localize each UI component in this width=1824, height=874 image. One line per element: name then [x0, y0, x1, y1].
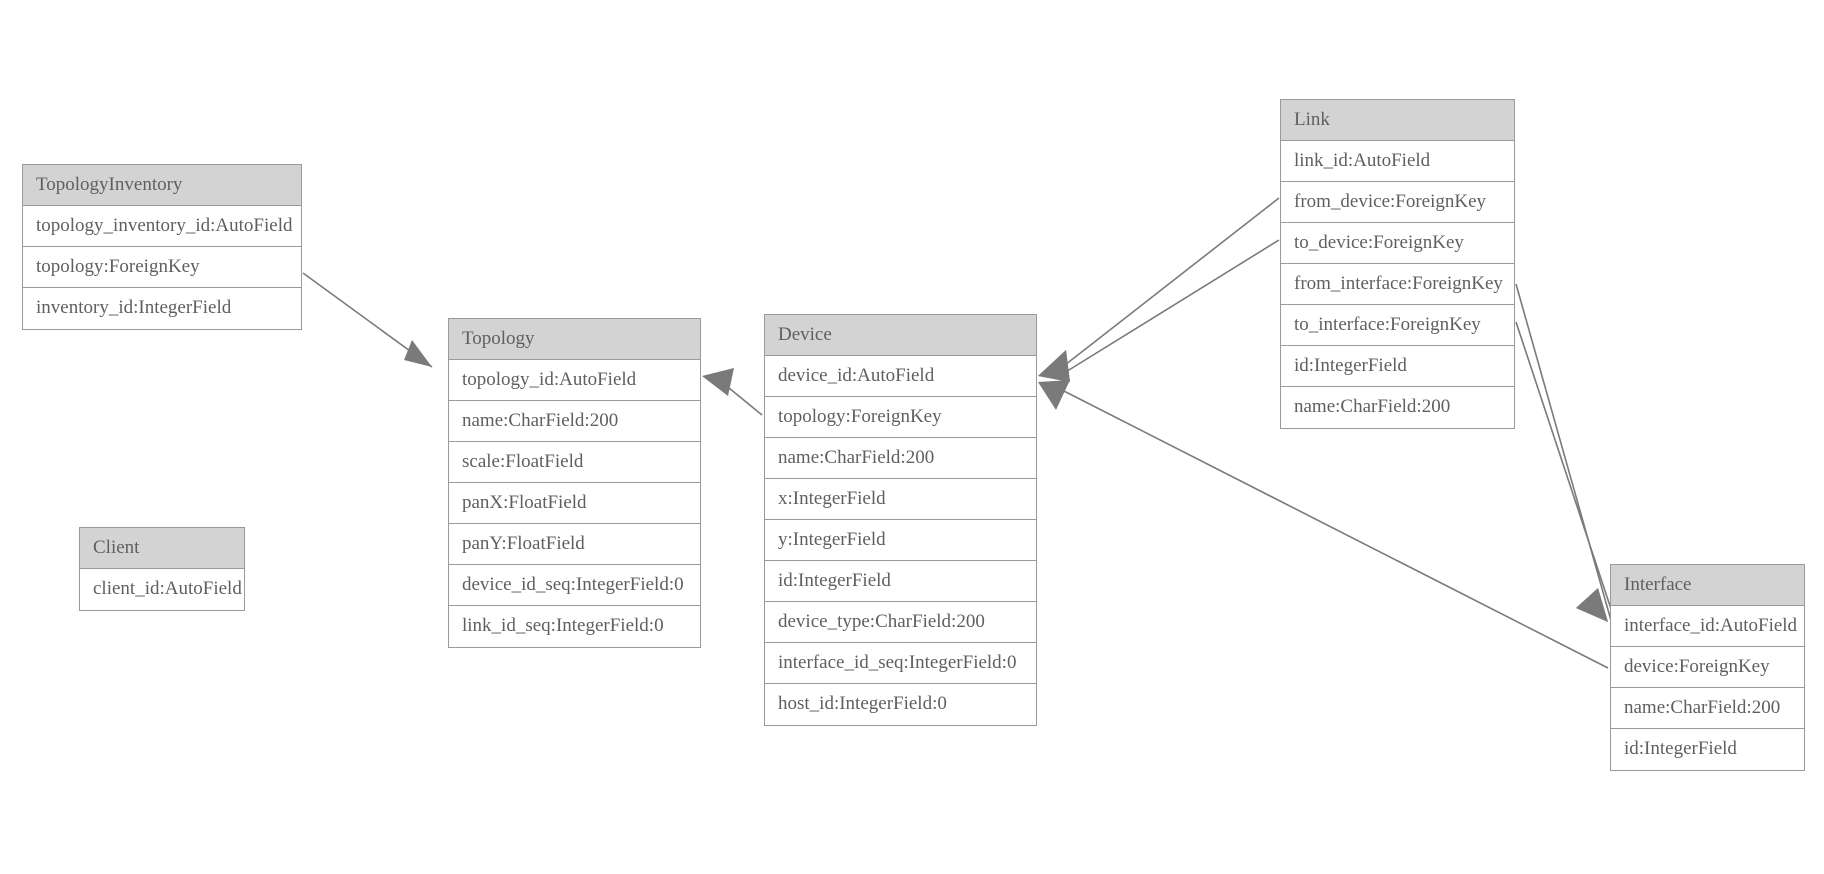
entity-field[interactable]: name:CharField:200	[1281, 387, 1514, 428]
relation-link-to-interface	[1515, 321, 1617, 625]
entity-title-device: Device	[765, 315, 1036, 356]
entity-field[interactable]: panY:FloatField	[449, 524, 700, 565]
entity-title-link: Link	[1281, 100, 1514, 141]
entity-field[interactable]: name:CharField:200	[765, 438, 1036, 479]
relation-link-from-interface	[1515, 283, 1613, 625]
entity-title-interface: Interface	[1611, 565, 1804, 606]
entity-field[interactable]: panX:FloatField	[449, 483, 700, 524]
relation-line	[1057, 387, 1609, 669]
entity-field[interactable]: topology:ForeignKey	[23, 247, 301, 288]
entity-field[interactable]: topology_id:AutoField	[449, 360, 700, 401]
entity-field[interactable]: scale:FloatField	[449, 442, 700, 483]
relation-arrowhead	[702, 368, 734, 396]
entity-title-client: Client	[80, 528, 244, 569]
relation-topologyinventory-topology	[302, 272, 433, 368]
relation-arrowhead	[1576, 588, 1608, 622]
entity-title-topology_inventory: TopologyInventory	[23, 165, 301, 206]
entity-field[interactable]: device_id_seq:IntegerField:0	[449, 565, 700, 606]
entity-field[interactable]: x:IntegerField	[765, 479, 1036, 520]
entity-field[interactable]: device:ForeignKey	[1611, 647, 1804, 688]
relation-arrowhead	[1576, 588, 1608, 622]
relation-arrowhead	[1038, 350, 1070, 382]
entity-field[interactable]: client_id:AutoField	[80, 569, 244, 610]
relation-line	[1515, 283, 1613, 625]
entity-field[interactable]: topology:ForeignKey	[765, 397, 1036, 438]
relation-link-to-device	[1038, 239, 1280, 382]
entity-field[interactable]: device_type:CharField:200	[765, 602, 1036, 643]
entity-field[interactable]: id:IntegerField	[1611, 729, 1804, 770]
entity-field[interactable]: name:CharField:200	[1611, 688, 1804, 729]
relation-line	[717, 378, 763, 416]
relation-arrowhead	[1038, 350, 1070, 382]
relation-line	[1515, 321, 1617, 625]
relation-arrowhead	[1038, 380, 1070, 410]
entity-field[interactable]: inventory_id:IntegerField	[23, 288, 301, 329]
relation-device-topology	[702, 368, 763, 416]
relation-line	[1055, 197, 1280, 373]
entity-field[interactable]: to_device:ForeignKey	[1281, 223, 1514, 264]
relation-link-from-device	[1038, 197, 1280, 382]
entity-field[interactable]: link_id_seq:IntegerField:0	[449, 606, 700, 647]
relation-arrowhead	[404, 340, 432, 367]
entity-field[interactable]: topology_inventory_id:AutoField	[23, 206, 301, 247]
entity-field[interactable]: interface_id:AutoField	[1611, 606, 1804, 647]
relation-line	[1055, 239, 1280, 379]
entity-field[interactable]: interface_id_seq:IntegerField:0	[765, 643, 1036, 684]
relation-line	[302, 272, 433, 368]
entity-field[interactable]: link_id:AutoField	[1281, 141, 1514, 182]
entity-field[interactable]: to_interface:ForeignKey	[1281, 305, 1514, 346]
entity-field[interactable]: y:IntegerField	[765, 520, 1036, 561]
entity-field[interactable]: from_device:ForeignKey	[1281, 182, 1514, 223]
entity-field[interactable]: id:IntegerField	[1281, 346, 1514, 387]
entity-field[interactable]: name:CharField:200	[449, 401, 700, 442]
entity-title-topology: Topology	[449, 319, 700, 360]
entity-field[interactable]: device_id:AutoField	[765, 356, 1036, 397]
entity-field[interactable]: host_id:IntegerField:0	[765, 684, 1036, 725]
entity-field[interactable]: id:IntegerField	[765, 561, 1036, 602]
entity-field[interactable]: from_interface:ForeignKey	[1281, 264, 1514, 305]
